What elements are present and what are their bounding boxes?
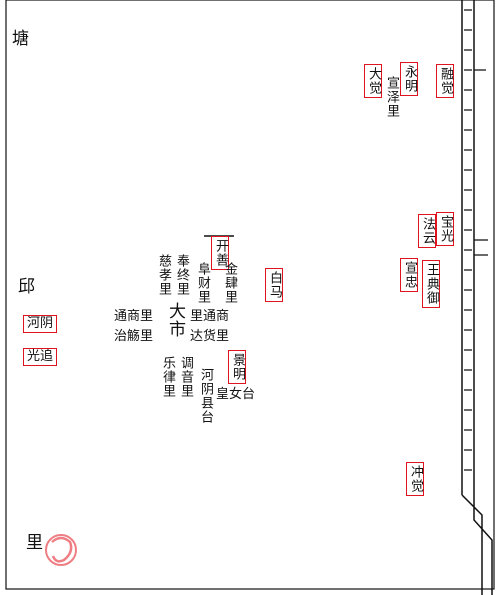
label-yongming: 永明 [400, 62, 418, 96]
label-tongshang-li-east: 里通商 [190, 309, 230, 324]
label-qiu: 邱 [18, 277, 35, 297]
label-fengzhong-li: 奉终里 [174, 254, 189, 296]
label-heyin: 河阴 [23, 315, 58, 333]
label-tongshang-li: 通商里 [114, 309, 154, 324]
label-heyin-tai: 河阴县台 [198, 368, 213, 424]
label-tang: 塘 [12, 29, 29, 49]
label-fucai-li: 阜财里 [195, 262, 210, 304]
label-xuanze-li: 宣泽里 [384, 76, 399, 118]
label-jingming: 景明 [228, 350, 246, 384]
label-baoguang: 宝光 [436, 212, 454, 246]
label-dajue: 大觉 [364, 64, 382, 98]
label-rongjue: 融觉 [436, 64, 454, 98]
label-guangzhui: 光追 [23, 348, 58, 366]
label-fayun: 法云 [418, 214, 436, 248]
label-li-bottom: 里 [26, 533, 43, 553]
city-wall [461, 0, 493, 595]
label-chongjue: 冲觉 [406, 462, 424, 496]
label-jinsi-li: 金肆里 [222, 262, 237, 304]
label-dahuo-li: 达货里 [190, 329, 230, 344]
seal-watermark [45, 534, 77, 566]
label-dashi: 大市 [165, 302, 185, 338]
label-zhizhi-li: 治觞里 [114, 329, 154, 344]
label-wangdian-yu: 王典御 [422, 260, 440, 308]
label-baima: 白马 [265, 268, 283, 302]
label-yuelu-li: 乐律里 [160, 356, 175, 398]
label-cixiao-li: 慈孝里 [156, 254, 171, 296]
label-xuanzhong: 宣忠 [400, 258, 418, 292]
label-zhuangyu-li: 调音里 [178, 356, 193, 398]
label-kaishan: 开善 [211, 236, 229, 270]
label-huangnvtai: 皇女台 [216, 387, 256, 402]
